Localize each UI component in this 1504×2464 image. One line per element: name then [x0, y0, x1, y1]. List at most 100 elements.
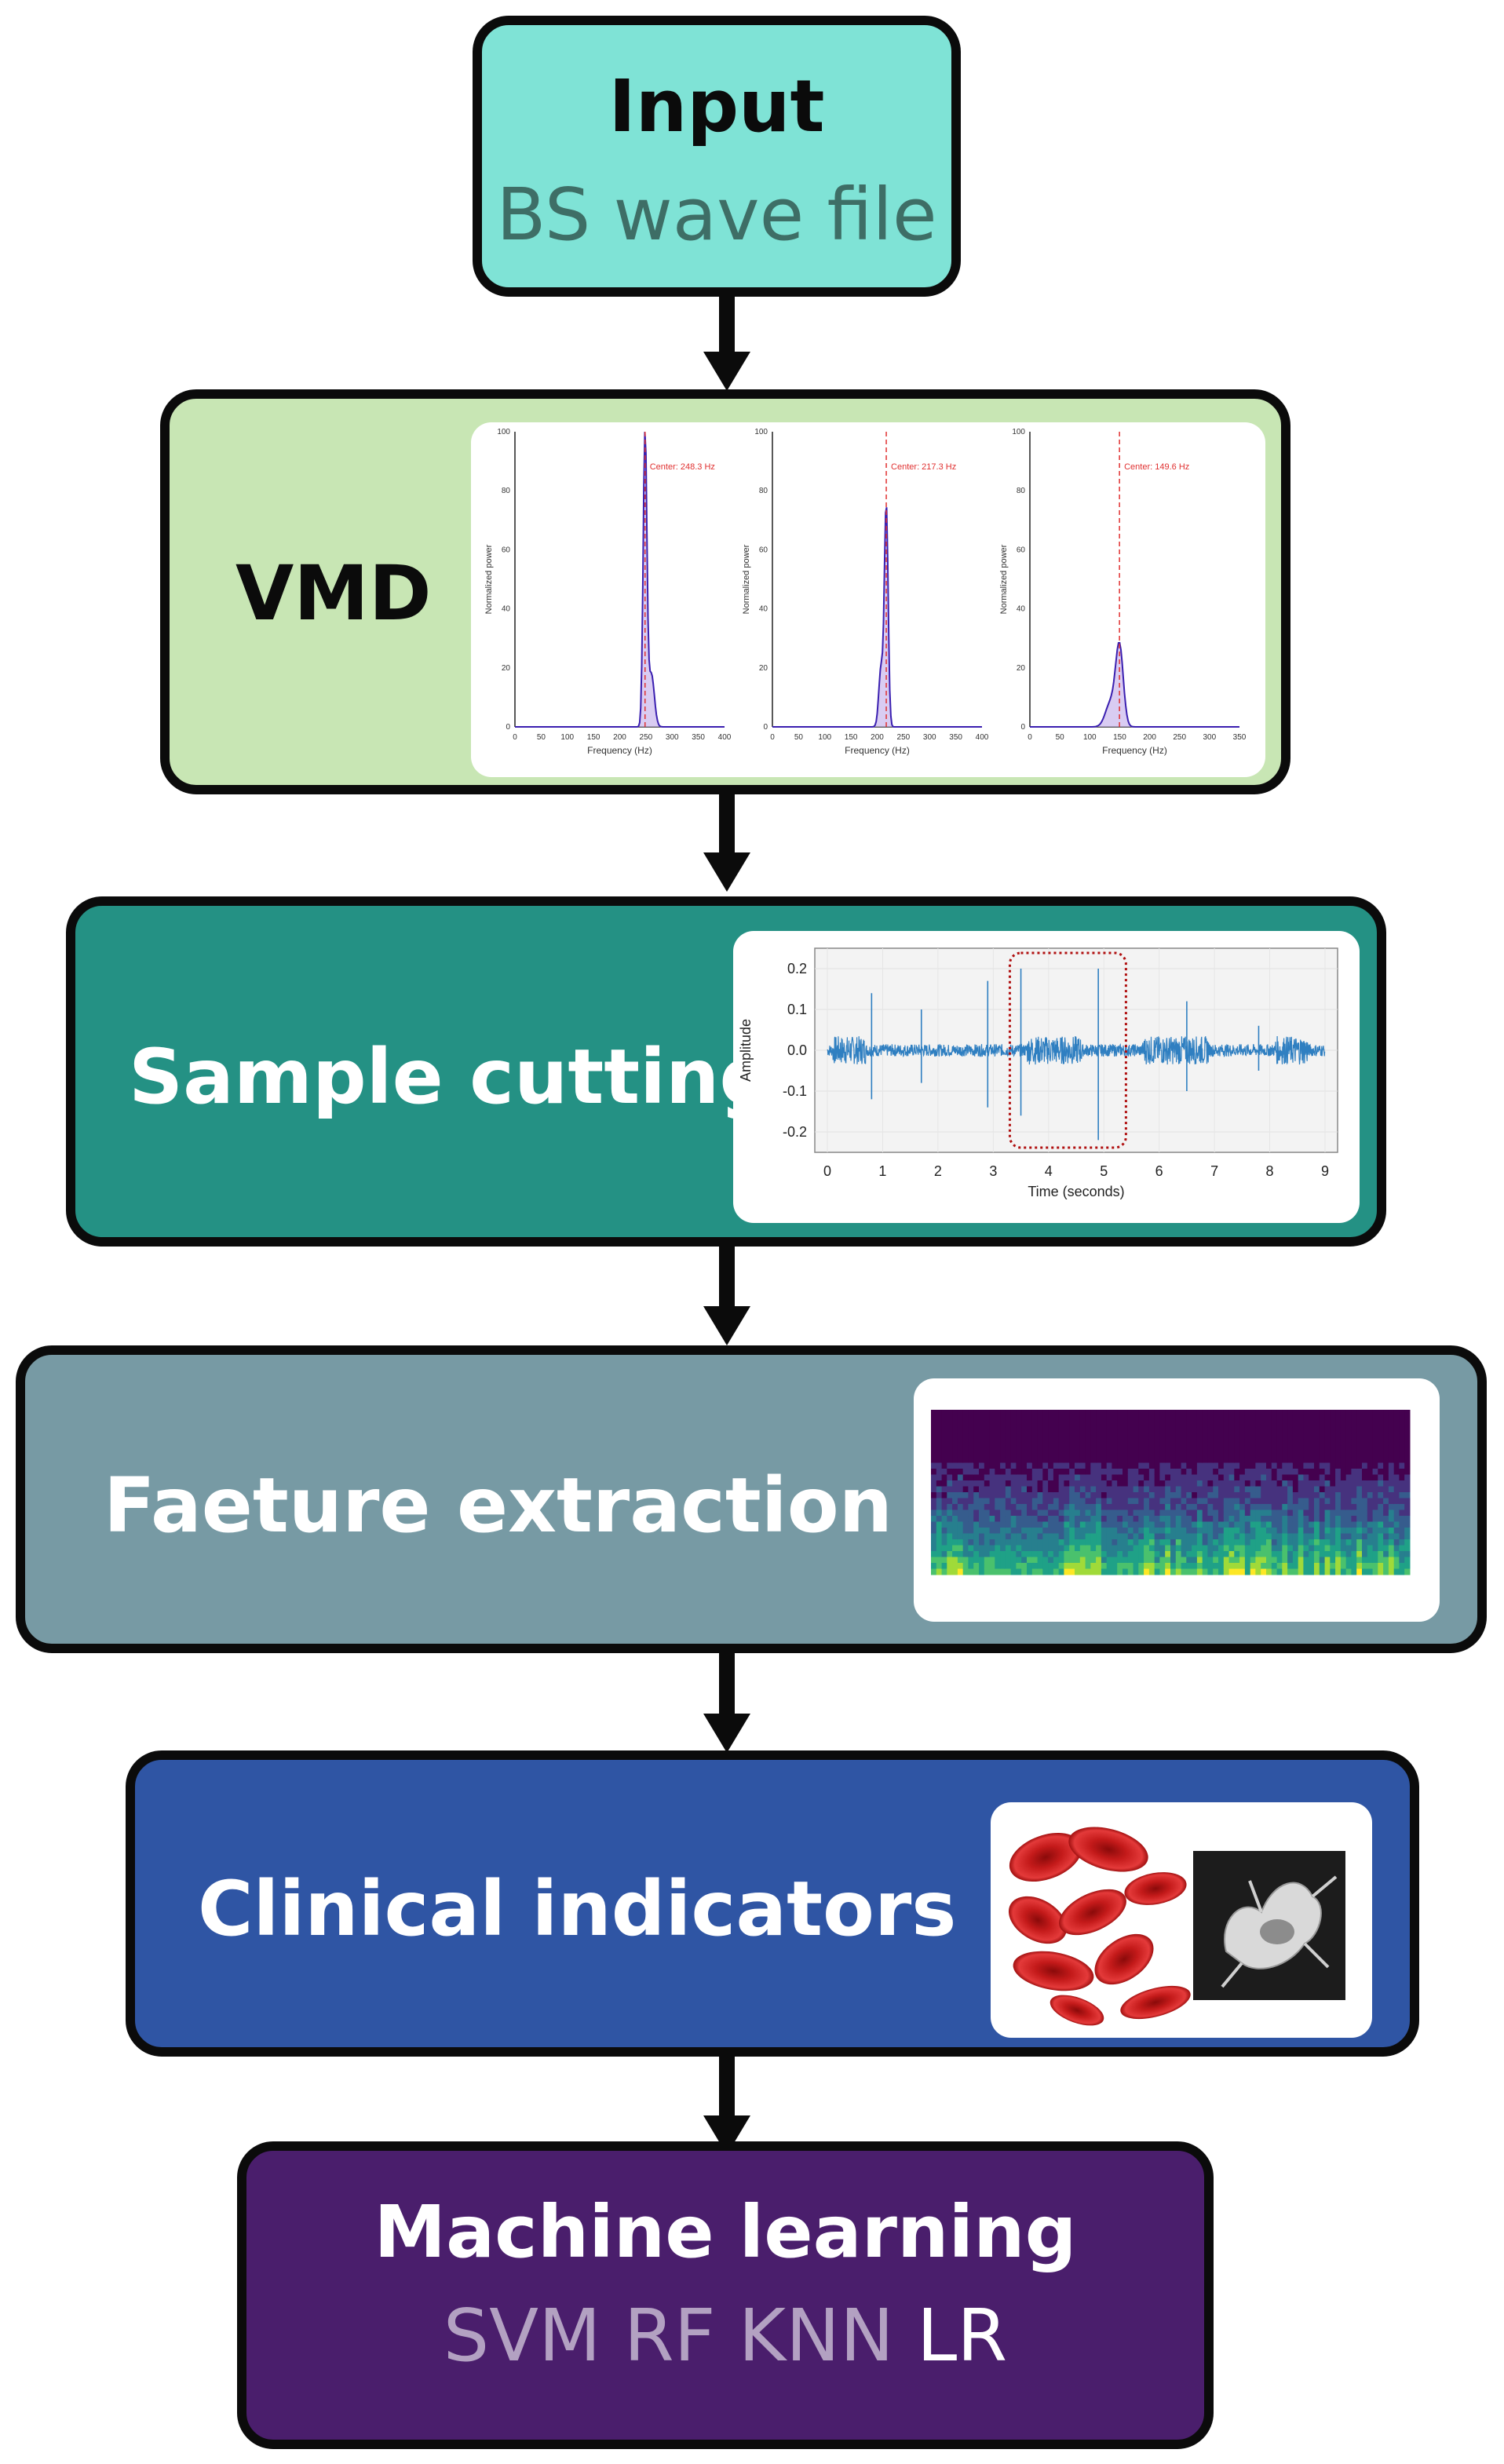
spectrogram-cell	[1345, 1480, 1352, 1487]
spectrogram-cell	[1330, 1445, 1336, 1451]
spectrogram-cell	[1372, 1509, 1378, 1517]
waveform-x-tick: 1	[878, 1163, 886, 1179]
spectrogram-cell	[1223, 1439, 1230, 1446]
spectrogram-cell	[1064, 1480, 1070, 1487]
spectrogram-cell	[936, 1568, 943, 1575]
spectrogram-cell	[1303, 1457, 1309, 1463]
spectrogram-cell	[968, 1551, 974, 1557]
spectrogram-cell	[973, 1545, 980, 1552]
spectrogram-cell	[936, 1427, 943, 1434]
spectrogram-cell	[941, 1486, 947, 1493]
spectrogram-cell	[1000, 1469, 1006, 1475]
spectrogram-cell	[1324, 1410, 1331, 1416]
spectrogram-cell	[1282, 1533, 1288, 1540]
spectrogram-cell	[979, 1410, 985, 1416]
spectrogram-cell	[1367, 1539, 1374, 1546]
spectrogram-cell	[1042, 1415, 1049, 1422]
spectrogram-cell	[1031, 1445, 1039, 1451]
spectrogram-cell	[1138, 1474, 1144, 1481]
spectrogram-cell	[1309, 1516, 1315, 1522]
spectrogram-cell	[941, 1415, 947, 1422]
spectrogram-cell	[1319, 1469, 1326, 1475]
spectrogram-cell	[1378, 1498, 1384, 1505]
spectrogram-cell	[1042, 1439, 1049, 1446]
spectrogram-cell	[1340, 1415, 1347, 1422]
spectrogram-cell	[1165, 1498, 1171, 1505]
spectrogram-cell	[1000, 1504, 1006, 1510]
vmd-x-label: Frequency (Hz)	[587, 745, 652, 756]
spectrogram-cell	[1101, 1480, 1108, 1487]
spectrogram-cell	[1340, 1563, 1347, 1569]
spectrogram-cell	[1175, 1557, 1182, 1564]
spectrogram-cell	[1309, 1521, 1315, 1528]
spectrogram-cell	[968, 1557, 974, 1564]
spectrogram-cell	[1213, 1509, 1219, 1517]
spectrogram-cell	[1255, 1480, 1261, 1487]
spectrogram-cell	[1058, 1480, 1064, 1487]
spectrogram-cell	[1101, 1521, 1108, 1528]
spectrogram-cell	[1181, 1462, 1187, 1469]
spectrogram-cell	[1362, 1521, 1368, 1528]
spectrogram-cell	[1096, 1498, 1102, 1505]
spectrogram-cell	[1367, 1439, 1374, 1446]
spectrogram-cell	[1202, 1480, 1208, 1487]
spectrogram-cell	[1021, 1521, 1028, 1528]
spectrogram-cell	[995, 1551, 1001, 1557]
spectrogram-cell	[1117, 1504, 1123, 1510]
vmd-center-label: Center: 217.3 Hz	[891, 462, 956, 472]
spectrogram-cell	[1037, 1486, 1043, 1493]
spectrogram-cell	[1399, 1492, 1405, 1498]
spectrogram-cell	[1117, 1457, 1123, 1463]
spectrogram-cell	[1207, 1551, 1214, 1557]
spectrogram-cell	[984, 1521, 991, 1528]
spectrogram-cell	[1292, 1533, 1299, 1540]
spectrogram-cell	[1010, 1539, 1017, 1546]
spectrogram-cell	[1159, 1528, 1166, 1534]
spectrogram-cell	[1234, 1521, 1240, 1528]
spectrogram-cell	[1213, 1545, 1219, 1552]
spectrogram-cell	[1207, 1568, 1214, 1575]
spectrogram-cell	[1090, 1451, 1097, 1458]
spectrogram-cell	[1154, 1509, 1160, 1517]
spectrogram-cell	[1393, 1498, 1400, 1505]
spectrogram-cell	[941, 1480, 947, 1487]
spectrogram-cell	[1186, 1504, 1192, 1510]
spectrogram-cell	[973, 1551, 980, 1557]
spectrogram-cell	[1000, 1410, 1006, 1416]
spectrogram-cell	[1170, 1521, 1177, 1528]
spectrogram-cell	[1133, 1539, 1139, 1546]
spectrogram-cell	[962, 1504, 969, 1510]
spectrogram-cell	[1393, 1551, 1400, 1557]
spectrogram-cell	[1213, 1551, 1219, 1557]
spectrogram-cell	[1250, 1415, 1256, 1422]
spectrogram-cell	[1276, 1528, 1283, 1534]
feature-extraction-box: Faeture extraction	[16, 1345, 1487, 1653]
spectrogram-cell	[1340, 1427, 1347, 1434]
red-blood-cells-image	[1009, 1827, 1345, 2026]
spectrogram-cell	[1298, 1563, 1304, 1569]
spectrogram-cell	[1106, 1509, 1112, 1517]
spectrogram-cell	[962, 1469, 969, 1475]
spectrogram-cell	[1266, 1557, 1272, 1564]
spectrogram-cell	[947, 1521, 953, 1528]
spectrogram-cell	[1351, 1557, 1357, 1564]
spectrogram-cell	[1042, 1427, 1049, 1434]
spectrogram-cell	[1367, 1422, 1374, 1428]
spectrogram-cell	[1202, 1410, 1208, 1416]
spectrogram-cell	[1148, 1415, 1155, 1422]
spectrogram-cell	[1324, 1480, 1331, 1487]
spectrogram-cell	[1399, 1539, 1405, 1546]
spectrogram-cell	[952, 1469, 958, 1475]
spectrogram-cell	[1330, 1551, 1336, 1557]
spectrogram-cell	[1303, 1539, 1309, 1546]
spectrogram-cell	[1351, 1551, 1357, 1557]
spectrogram-cell	[936, 1533, 943, 1540]
spectrogram-cell	[931, 1492, 937, 1498]
spectrogram-cell	[1271, 1480, 1278, 1487]
spectrogram-cell	[979, 1504, 985, 1510]
spectrogram-cell	[1287, 1474, 1294, 1481]
spectrogram-cell	[1123, 1509, 1129, 1517]
spectrogram-cell	[968, 1427, 974, 1434]
spectrogram-cell	[1351, 1568, 1357, 1575]
spectrogram-cell	[1393, 1427, 1400, 1434]
